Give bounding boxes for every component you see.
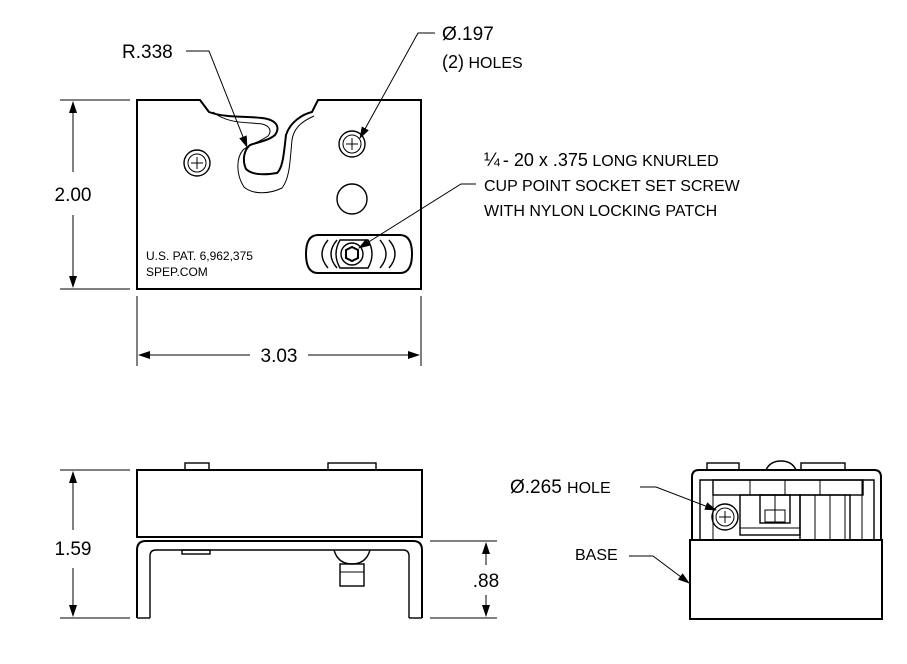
dim-height-1-59: 1.59 [55,469,130,619]
side-base-block [689,539,883,620]
side-view: Ø.265 HOLE BASE [510,460,883,620]
screw-line-2: CUP POINT SOCKET SET SCREW [484,178,741,195]
left-mount-hole [183,149,211,177]
patent-text: U.S. PAT. 6,962,375 [146,249,253,263]
screw-line-1: ¼- 20 x .375 LONG KNURLED [484,150,719,171]
dim-width-3-03-text: 3.03 [261,346,298,367]
base-callout: BASE [575,547,690,584]
front-bottom-tab [181,549,211,555]
front-top-plate [136,469,423,538]
side-hole-label: Ø.265 HOLE [510,477,611,498]
top-plate-outline [136,99,422,290]
hole-dia-label: Ø.197 [442,24,494,45]
radius-callout: R.338 [122,42,248,148]
top-view: U.S. PAT. 6,962,375 SPEP.COM 2.00 3.03 R… [55,24,741,367]
front-right-tab [327,462,377,471]
front-left-tab [184,462,210,471]
plain-hole [336,183,368,215]
front-view: 1.59 .88 [55,462,499,619]
front-base-bracket [136,540,423,618]
dim-height-2-00: 2.00 [55,99,130,290]
dim-height-2-00-text: 2.00 [55,185,92,206]
dim-height-1-59-text: 1.59 [55,539,92,560]
side-clamp-body [691,469,882,540]
side-hole-callout: Ø.265 HOLE [510,477,717,511]
screw-line-3: WITH NYLON LOCKING PATCH [484,203,717,220]
website-text: SPEP.COM [146,265,208,279]
side-hole [711,503,739,531]
dim-height-0-88: .88 [430,540,499,619]
hole-count-label: (2) HOLES [442,52,523,72]
right-mount-hole [338,130,366,158]
hole-callout: Ø.197 (2) HOLES [359,24,523,139]
base-label: BASE [575,547,618,564]
dim-height-0-88-text: .88 [473,571,499,592]
set-screw-callout: ¼- 20 x .375 LONG KNURLED CUP POINT SOCK… [358,150,741,249]
notch-inner-edge [212,111,315,194]
front-set-screw [333,549,371,587]
radius-label: R.338 [122,42,173,63]
set-screw-slot [304,234,414,274]
dim-width-3-03: 3.03 [136,296,422,367]
